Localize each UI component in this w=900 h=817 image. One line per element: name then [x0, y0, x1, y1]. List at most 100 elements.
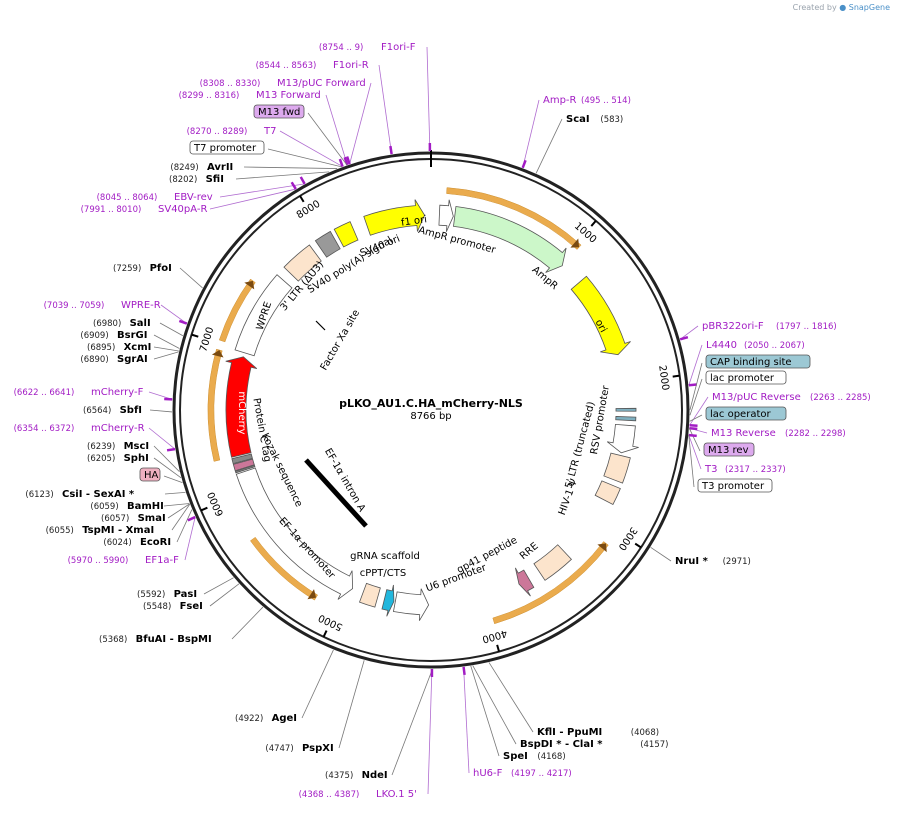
restriction-site-label[interactable]: (6205)SphI	[87, 453, 149, 464]
restriction-site-label[interactable]: (6895)XcmI	[87, 342, 151, 353]
primer-label[interactable]: (495 .. 514)Amp-R	[543, 95, 631, 106]
restriction-site-label[interactable]: (4068)KflI - PpuMI	[537, 727, 659, 738]
name-text: BfuAI - BspMI	[136, 634, 212, 645]
primer-label[interactable]: (2282 .. 2298)M13 Reverse	[711, 428, 846, 439]
restriction-site-label[interactable]: (4922)AgeI	[235, 713, 297, 724]
position-text: (495 .. 514)	[581, 96, 631, 106]
restriction-site-label[interactable]: (4157)BspDI * - ClaI *	[520, 739, 668, 750]
feature-arrow[interactable]	[393, 589, 428, 621]
feature-block[interactable]	[360, 583, 381, 607]
snapgene-brand: ● SnapGene	[839, 3, 890, 12]
primer-label[interactable]: (5970 .. 5990)EF1a-F	[68, 555, 180, 566]
feature-block[interactable]	[616, 416, 636, 420]
feature-callout[interactable]: T7 promoter	[190, 141, 264, 154]
orf-arc	[208, 349, 222, 461]
restriction-site-label[interactable]: (7259)PfoI	[113, 263, 172, 274]
primer-label[interactable]: (8754 .. 9)F1ori-F	[319, 42, 416, 53]
feature-block[interactable]	[616, 408, 636, 411]
leader-line	[471, 666, 499, 756]
restriction-site-label[interactable]: (6980)SalI	[93, 318, 151, 329]
feature-arrow[interactable]	[607, 424, 638, 452]
position-text: (4168)	[537, 752, 565, 762]
primer-label[interactable]: (8308 .. 8330)M13/pUC Forward	[200, 78, 366, 89]
feature-arrow[interactable]	[571, 276, 630, 354]
feature-block[interactable]	[334, 222, 358, 247]
feature-callout[interactable]: lac promoter	[706, 371, 786, 384]
restriction-site-label[interactable]: (6057)SmaI	[101, 513, 166, 524]
feature-callout[interactable]: HA	[140, 468, 160, 481]
primer-label[interactable]: (1797 .. 1816)pBR322ori-F	[702, 321, 837, 332]
bp-tick-label: 4000	[481, 627, 508, 644]
primer-label[interactable]: (2263 .. 2285)M13/pUC Reverse	[712, 392, 871, 403]
name-text: SfiI	[206, 174, 224, 185]
bp-tick-label: 5000	[317, 612, 345, 633]
name-text: BspDI * - ClaI *	[520, 739, 603, 750]
feature-callout[interactable]: lac operator	[706, 407, 786, 420]
restriction-site-label[interactable]: (5592)PasI	[137, 589, 197, 600]
leader-line	[165, 492, 185, 494]
name-text: PfoI	[150, 263, 172, 274]
feature-label: gRNA scaffold	[350, 551, 420, 562]
restriction-site-label[interactable]: (6024)EcoRI	[103, 537, 171, 548]
leader-line	[149, 428, 175, 449]
primer-label[interactable]: (4368 .. 4387)LKO.1 5'	[299, 789, 417, 800]
name-text: T3	[704, 464, 717, 475]
restriction-site-label[interactable]: (6059)BamHI	[90, 501, 163, 512]
restriction-site-label[interactable]: (2971)NruI *	[675, 556, 751, 567]
feature-block[interactable]	[595, 481, 620, 505]
feature-block[interactable]	[534, 545, 572, 581]
primer-label[interactable]: (6622 .. 6641)mCherry-F	[14, 387, 144, 398]
primer-label[interactable]: (8270 .. 8289)T7	[187, 126, 277, 137]
restriction-site-label[interactable]: (6890)SgrAI	[80, 354, 147, 365]
position-text: (8299 .. 8316)	[179, 91, 240, 101]
restriction-site-label[interactable]: (8202)SfiI	[169, 174, 224, 185]
callout-text: HA	[144, 470, 159, 481]
feature-label: mCherry	[236, 391, 247, 434]
restriction-site-label[interactable]: (583)ScaI	[566, 114, 623, 125]
feature-callout[interactable]: T3 promoter	[698, 479, 772, 492]
position-text: (2971)	[723, 557, 751, 567]
feature-block[interactable]	[315, 231, 340, 257]
feature-arrow[interactable]	[382, 585, 394, 616]
feature-callout[interactable]: M13 fwd	[254, 105, 304, 118]
position-text: (6059)	[90, 502, 118, 512]
restriction-site-label[interactable]: (6909)BsrGI	[80, 330, 147, 341]
restriction-site-label[interactable]: (6239)MscI	[87, 441, 149, 452]
leader-line	[210, 584, 239, 606]
feature-arrow[interactable]	[515, 568, 533, 596]
restriction-site-label[interactable]: (8249)AvrII	[170, 162, 233, 173]
bp-tick	[497, 645, 499, 652]
feature-label: RRE	[518, 541, 541, 562]
position-text: (1797 .. 1816)	[776, 322, 837, 332]
primer-label[interactable]: (8299 .. 8316)M13 Forward	[179, 90, 321, 101]
feature-callout[interactable]: M13 rev	[704, 443, 754, 456]
name-text: NdeI	[362, 770, 388, 781]
plasmid-size: 8766 bp	[410, 411, 451, 422]
primer-label[interactable]: (7991 .. 8010)SV40pA-R	[81, 204, 208, 215]
feature-block[interactable]	[604, 453, 630, 483]
bp-tick	[591, 221, 596, 226]
name-text: SV40pA-R	[158, 204, 207, 215]
name-text: M13 Reverse	[711, 428, 776, 439]
restriction-site-label[interactable]: (4747)PspXI	[265, 743, 333, 754]
name-text: T7	[263, 126, 276, 137]
feature-callout[interactable]: CAP binding site	[706, 355, 810, 368]
position-text: (6205)	[87, 454, 115, 464]
primer-label[interactable]: (8045 .. 8064)EBV-rev	[97, 192, 213, 203]
primer-label[interactable]: (2050 .. 2067)L4440	[706, 340, 805, 351]
primer-label[interactable]: (8544 .. 8563)F1ori-R	[256, 60, 369, 71]
restriction-site-label[interactable]: (6564)SbfI	[83, 405, 142, 416]
primer-label[interactable]: (6354 .. 6372)mCherry-R	[14, 423, 145, 434]
restriction-site-label[interactable]: (4375)NdeI	[325, 770, 388, 781]
primer-label[interactable]: (7039 .. 7059)WPRE-R	[44, 300, 161, 311]
primer-mark	[689, 435, 697, 436]
restriction-site-label[interactable]: (6123)CsiI - SexAI *	[25, 489, 135, 500]
name-text: SalI	[130, 318, 151, 329]
feature-arrow[interactable]	[439, 200, 453, 232]
restriction-site-label[interactable]: (5548)FseI	[143, 601, 203, 612]
restriction-site-label[interactable]: (6055)TspMI - XmaI	[46, 525, 155, 536]
primer-label[interactable]: (2317 .. 2337)T3	[704, 464, 786, 475]
primer-label[interactable]: (4197 .. 4217)hU6-F	[473, 768, 572, 779]
restriction-site-label[interactable]: (5368)BfuAI - BspMI	[99, 634, 212, 645]
restriction-site-label[interactable]: (4168)SpeI	[503, 751, 566, 762]
